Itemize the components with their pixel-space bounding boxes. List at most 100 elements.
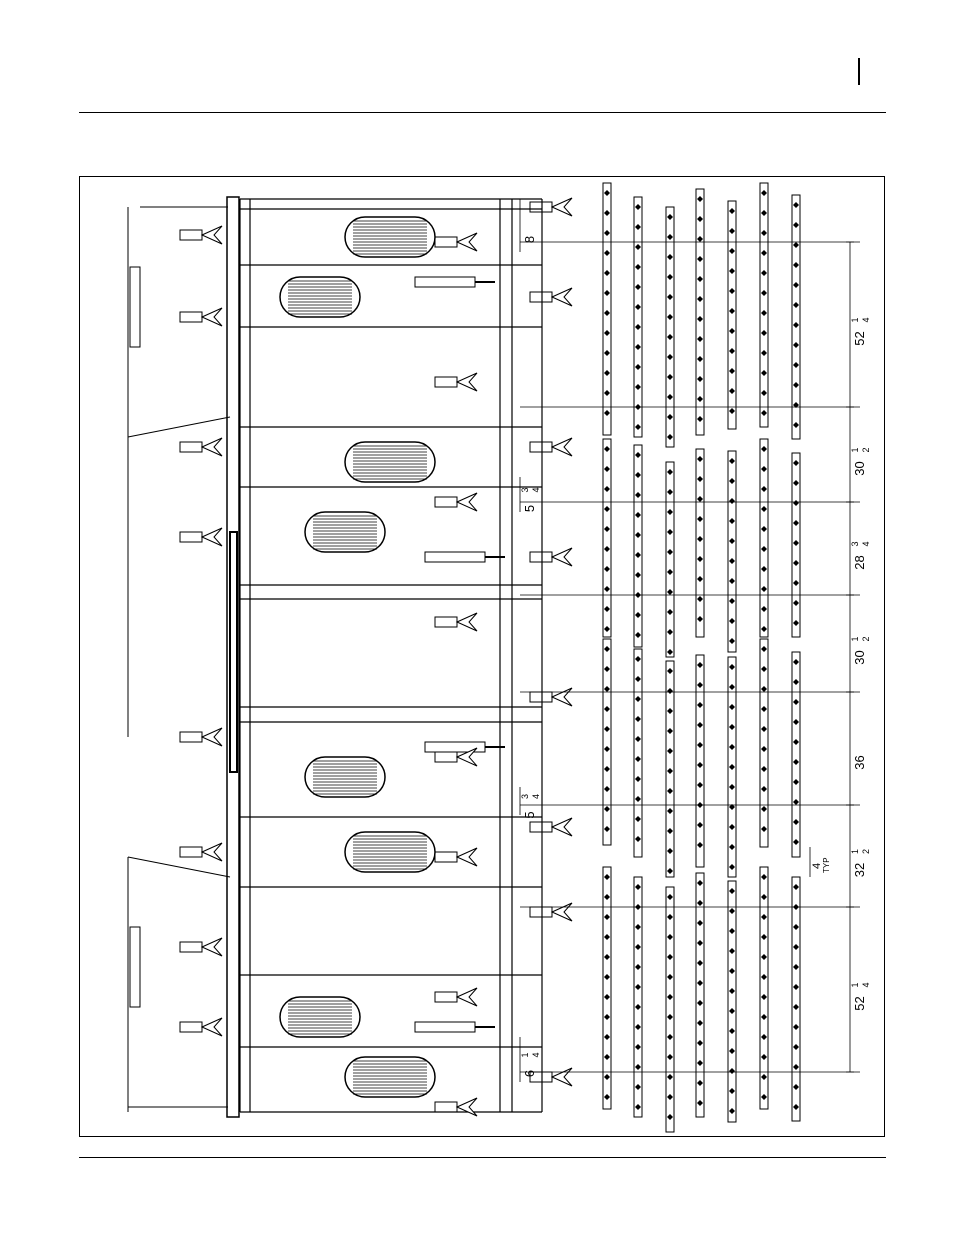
- harrow-tine: [667, 469, 673, 475]
- harrow-tine: [729, 368, 735, 374]
- harrow-tine: [697, 536, 703, 542]
- harrow-tine: [793, 222, 799, 228]
- harrow-tine: [667, 609, 673, 615]
- harrow-tine: [635, 924, 641, 930]
- sweep-point: [457, 613, 477, 631]
- offset-dimension: 8: [522, 236, 537, 243]
- harrow-tine: [667, 974, 673, 980]
- harrow-tine: [604, 994, 610, 1000]
- harrow-tine: [729, 928, 735, 934]
- harrow-bar: [792, 652, 800, 857]
- row-spacing-dimension: 3012: [850, 447, 871, 475]
- dimension-whole: 28: [852, 555, 867, 569]
- dimension-denominator: 2: [861, 636, 871, 641]
- harrow-tine: [667, 1114, 673, 1120]
- harrow-tine: [667, 394, 673, 400]
- harrow-bar: [760, 867, 768, 1109]
- harrow-tine: [604, 486, 610, 492]
- harrow-bar-body: [728, 881, 736, 1122]
- dimension-numerator: 3: [520, 794, 530, 799]
- harrow-tine: [761, 466, 767, 472]
- harrow-tine: [761, 290, 767, 296]
- harrow-tine: [604, 310, 610, 316]
- harrow-tine: [667, 1014, 673, 1020]
- dimension-denominator: 4: [861, 317, 871, 322]
- dimension-numerator: 1: [850, 317, 860, 322]
- gauge-wheel: [345, 832, 435, 872]
- harrow-tine: [604, 874, 610, 880]
- harrow-tine: [635, 676, 641, 682]
- sweep-shank: [435, 613, 477, 631]
- hydraulic-cylinder: [425, 742, 505, 752]
- harrow-tine: [793, 500, 799, 506]
- harrow-tine: [729, 638, 735, 644]
- harrow-tine: [761, 934, 767, 940]
- harrow-tine: [667, 629, 673, 635]
- harrow-tine: [635, 736, 641, 742]
- harrow-bar-body: [728, 201, 736, 429]
- shank-clamp: [180, 942, 202, 952]
- harrow-tine: [729, 408, 735, 414]
- harrow-tine: [697, 782, 703, 788]
- harrow-tine: [729, 1108, 735, 1114]
- harrow-tine: [604, 914, 610, 920]
- harrow-tine: [761, 350, 767, 356]
- harrow-tine: [729, 744, 735, 750]
- harrow-tine: [604, 894, 610, 900]
- harrow-tine: [604, 746, 610, 752]
- harrow-tine: [793, 759, 799, 765]
- harrow-tine: [729, 864, 735, 870]
- harrow-tine: [604, 726, 610, 732]
- harrow-tine: [761, 646, 767, 652]
- harrow-tine: [604, 606, 610, 612]
- offset-dimension: 614: [520, 1052, 541, 1077]
- harrow-tine: [667, 274, 673, 280]
- harrow-bar: [666, 462, 674, 657]
- harrow-bar: [728, 881, 736, 1122]
- harrow-tine: [697, 196, 703, 202]
- sweep-point: [202, 843, 222, 861]
- sweep-point: [202, 728, 222, 746]
- footer-rule: [79, 1157, 886, 1158]
- harrow-tine: [635, 1004, 641, 1010]
- harrow-tine: [667, 994, 673, 1000]
- harrow-tine: [697, 616, 703, 622]
- harrow-tine: [793, 480, 799, 486]
- sweep-shank: [435, 493, 477, 511]
- dimension-whole: 36: [852, 755, 867, 769]
- harrow-tine: [761, 486, 767, 492]
- harrow-tine: [729, 844, 735, 850]
- shank-clamp: [435, 852, 457, 862]
- dimension-denominator: 4: [531, 1052, 541, 1057]
- harrow-tine: [793, 202, 799, 208]
- sweep-shank: [435, 373, 477, 391]
- harrow-tine: [635, 344, 641, 350]
- harrow-tine: [667, 668, 673, 674]
- harrow-tine: [635, 984, 641, 990]
- harrow-tine: [635, 492, 641, 498]
- harrow-bar: [792, 877, 800, 1121]
- harrow-bar: [792, 195, 800, 439]
- harrow-tine: [761, 446, 767, 452]
- harrow-tine: [667, 314, 673, 320]
- harrow-tine: [667, 914, 673, 920]
- hitch-brace: [128, 857, 230, 877]
- shank-clamp: [530, 292, 552, 302]
- shank-clamp: [180, 847, 202, 857]
- row-spacing-dimension: 2834: [850, 541, 871, 569]
- harrow-tine: [697, 1000, 703, 1006]
- harrow-tine: [761, 1034, 767, 1040]
- harrow-tine: [729, 518, 735, 524]
- sweep-shank: [530, 688, 572, 706]
- harrow-tine: [667, 808, 673, 814]
- harrow-tine: [793, 540, 799, 546]
- harrow-tine: [761, 566, 767, 572]
- harrow-tine: [793, 600, 799, 606]
- harrow-bar: [666, 661, 674, 877]
- shank-clamp: [530, 202, 552, 212]
- harrow-tine: [697, 416, 703, 422]
- harrow-tine: [604, 506, 610, 512]
- dimension-denominator: 4: [861, 982, 871, 987]
- harrow-tine: [761, 390, 767, 396]
- harrow-tine: [793, 422, 799, 428]
